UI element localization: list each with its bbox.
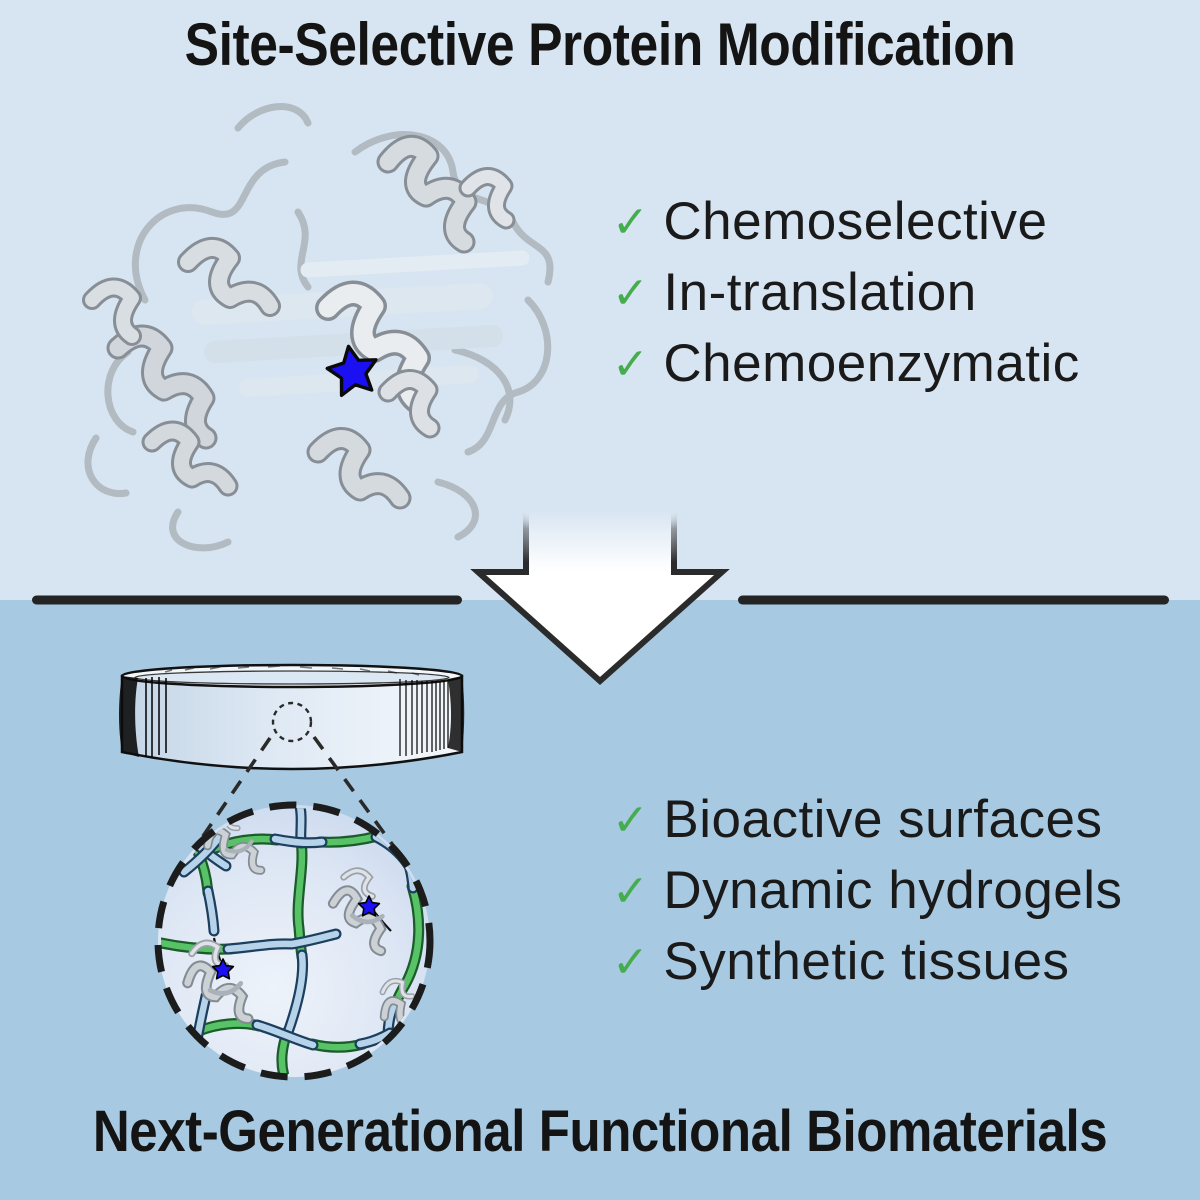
- checklist-item-label: Chemoselective: [663, 192, 1048, 251]
- check-icon: ✓: [612, 866, 650, 916]
- check-icon: ✓: [612, 937, 650, 987]
- bottom-checklist: ✓ Bioactive surfaces ✓ Dynamic hydrogels…: [612, 784, 1123, 997]
- page-title-bottom: Next-Generational Functional Biomaterial…: [92, 1099, 1108, 1164]
- zoom-source-dashed-circle: [271, 701, 313, 743]
- hydrogel-disc-illustration: [119, 663, 465, 771]
- checklist-item: ✓ In-translation: [612, 257, 1080, 328]
- checklist-item: ✓ Bioactive surfaces: [612, 784, 1123, 855]
- checklist-item-label: Dynamic hydrogels: [663, 861, 1123, 920]
- top-checklist: ✓ Chemoselective ✓ In-translation ✓ Chem…: [612, 186, 1080, 399]
- hydrogel-network-magnified-view: [152, 801, 440, 1081]
- magnification-cone-lines: [195, 735, 394, 847]
- polymer-network: [152, 802, 440, 1076]
- checklist-item-label: In-translation: [663, 263, 977, 322]
- check-icon: ✓: [612, 339, 650, 389]
- divider-line-left: [32, 595, 462, 605]
- check-icon: ✓: [612, 795, 650, 845]
- protein-structure-illustration: [88, 103, 554, 552]
- checklist-item-label: Bioactive surfaces: [663, 790, 1103, 849]
- checklist-item: ✓ Chemoenzymatic: [612, 328, 1080, 399]
- check-icon: ✓: [612, 197, 650, 247]
- magnifier-dashed-border: [154, 801, 434, 1081]
- divider-line-right: [738, 595, 1169, 605]
- page-title-top: Site-Selective Protein Modification: [184, 11, 1016, 78]
- checklist-item: ✓ Synthetic tissues: [612, 926, 1123, 997]
- checklist-item-label: Synthetic tissues: [663, 932, 1070, 991]
- checklist-item-label: Chemoenzymatic: [663, 334, 1080, 393]
- checklist-item: ✓ Dynamic hydrogels: [612, 855, 1123, 926]
- checklist-item: ✓ Chemoselective: [612, 186, 1080, 257]
- down-arrow-icon: [470, 512, 730, 686]
- check-icon: ✓: [612, 268, 650, 318]
- modification-site-star-icon: [325, 344, 378, 398]
